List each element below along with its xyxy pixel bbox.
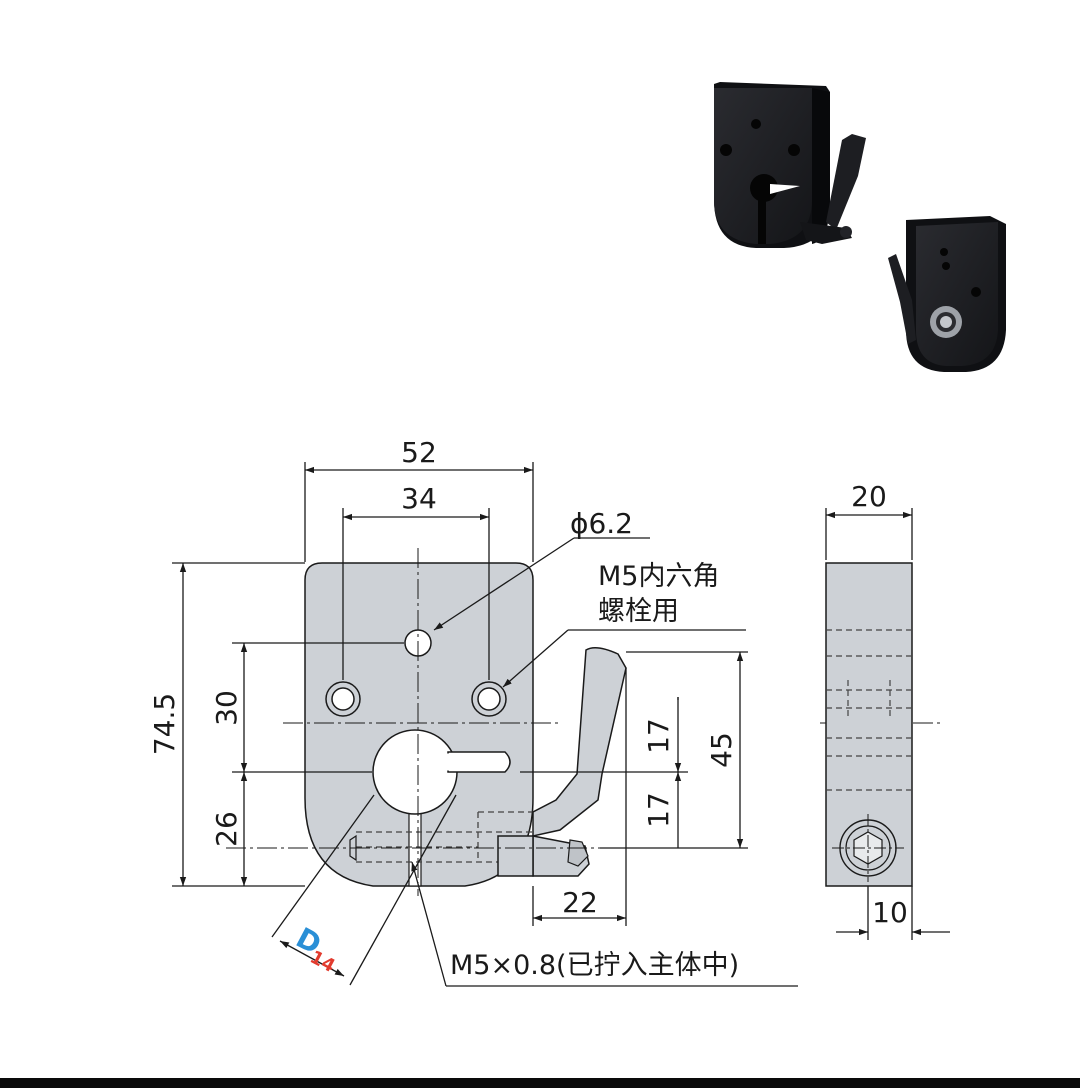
product-photo-back (888, 216, 1006, 372)
dim-26: 26 (210, 811, 243, 847)
side-view (825, 562, 913, 887)
dim-phi-6-2: ϕ6.2 (570, 507, 633, 540)
note-screw: M5×0.8(已拧入主体中) (450, 950, 739, 981)
product-photo-front (714, 82, 866, 248)
front-view-body (304, 562, 534, 887)
note-bolt-line1: M5内六角 (598, 561, 719, 592)
dim-20: 20 (851, 480, 887, 513)
dim-22: 22 (562, 886, 598, 919)
bottom-bar (0, 1078, 1080, 1088)
dim-17-upper: 17 (642, 718, 675, 754)
dim-52: 52 (401, 436, 437, 469)
dim-30: 30 (210, 690, 243, 726)
dim-34: 34 (401, 482, 437, 515)
clamp-lever (497, 647, 627, 877)
dim-45: 45 (705, 732, 738, 768)
dim-74-5: 74.5 (148, 693, 181, 755)
note-bolt-line2: 螺栓用 (598, 596, 679, 627)
side-dimension-lines (825, 508, 950, 940)
dim-10: 10 (872, 896, 908, 929)
dim-bore-diameter: D 14 (291, 921, 339, 977)
center-lines (226, 548, 940, 896)
dimension-lines (172, 462, 798, 987)
dim-17-lower: 17 (642, 792, 675, 828)
